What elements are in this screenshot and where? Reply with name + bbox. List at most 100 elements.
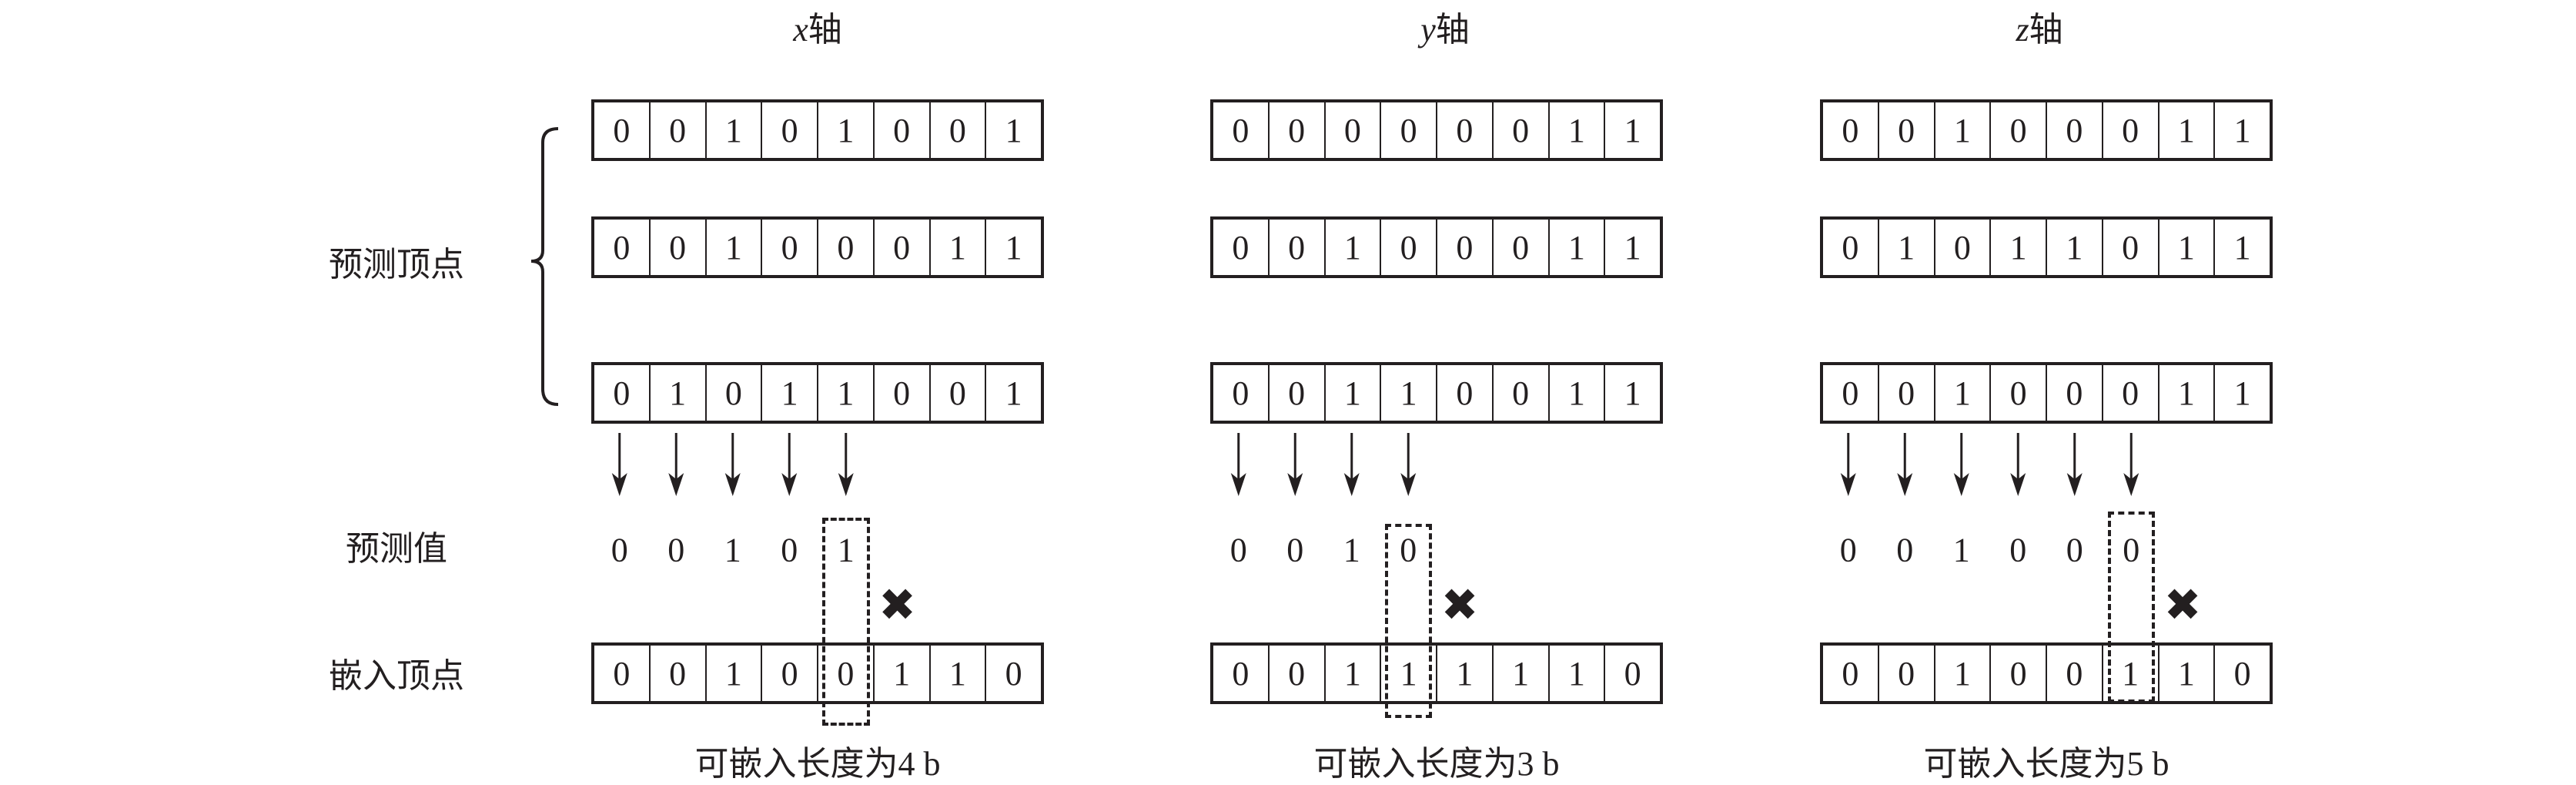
bit-cell: 0 [872,365,929,421]
label-predicted-vertices: 预测顶点 [329,246,464,283]
bit-cell: 0 [761,102,817,158]
down-arrow-icon [838,433,854,496]
axis-title: y轴 [1420,2,1470,51]
bit-cell: 1 [1547,220,1604,275]
predicted-value: 0 [2009,531,2027,569]
bit-cell: 0 [648,220,705,275]
predicted-value: 0 [1839,531,1857,569]
bit-cell: 1 [1323,646,1380,701]
bit-cell: 0 [1491,365,1548,421]
down-arrow-icon [2123,433,2139,496]
bit-cell: 1 [1323,365,1380,421]
embeddable-length-caption: 可嵌入长度为5 b [1923,745,2170,783]
cross-mark-icon: ✖ [1440,579,1479,631]
bit-cell: 1 [2213,220,2270,275]
bit-cell: 0 [2101,102,2158,158]
down-arrow-icon [1343,433,1360,496]
bit-cell: 0 [1267,365,1324,421]
bit-cell: 1 [2157,102,2214,158]
down-arrow-icon [1400,433,1417,496]
cross-mark-icon: ✖ [878,579,916,631]
predicted-value: 0 [2123,531,2140,569]
bit-cell: 0 [817,646,873,701]
predicted-value: 1 [837,531,855,569]
cross-mark-icon: ✖ [2163,579,2202,631]
predicted-value: 0 [611,531,628,569]
bit-cell: 1 [928,646,985,701]
bit-cell: 1 [704,646,761,701]
bit-cell: 1 [817,102,873,158]
bit-cell: 1 [985,102,1041,158]
axis-suffix: 轴 [808,11,842,49]
axis-suffix: 轴 [2029,11,2063,49]
bit-cell: 1 [2157,220,2214,275]
bit-cell: 0 [2046,646,2102,701]
bit-cell: 0 [613,228,631,267]
down-arrow-icon [1840,433,1856,496]
bit-cell: 0 [1232,654,1250,693]
bit-cell: 1 [2101,646,2158,701]
bit-cell: 1 [817,365,873,421]
bit-cell: 1 [1604,365,1660,421]
bit-cell: 0 [1232,228,1250,267]
predicted-value: 0 [781,531,798,569]
bit-cell: 1 [872,646,929,701]
bit-cell: 0 [704,365,761,421]
down-arrow-icon [2066,433,2083,496]
down-arrow-icon [1287,433,1303,496]
bit-cell: 1 [1877,220,1934,275]
bit-cell: 0 [613,654,631,693]
bit-cell: 1 [1547,646,1604,701]
bit-cell: 0 [1933,220,1990,275]
bit-cell: 0 [1877,102,1934,158]
bit-cell: 0 [1491,220,1548,275]
bit-cell: 0 [2101,220,2158,275]
bit-cell: 1 [2213,365,2270,421]
bit-cell: 1 [1933,102,1990,158]
bit-cell: 1 [1323,220,1380,275]
bit-cell: 0 [2046,102,2102,158]
predicted-value: 0 [1896,531,1914,569]
bit-cell: 0 [1842,374,1859,412]
bit-cell: 1 [1436,646,1492,701]
down-arrow-icon [2010,433,2026,496]
label-embedded-vertex: 嵌入顶点 [329,657,464,695]
predicted-value: 0 [667,531,685,569]
predicted-value: 0 [2066,531,2083,569]
bit-cell: 0 [1436,365,1492,421]
bit-cell: 0 [872,220,929,275]
bit-cell: 0 [928,102,985,158]
bit-cell: 0 [648,102,705,158]
down-arrow-icon [1953,433,1969,496]
bit-cell: 0 [1989,646,2046,701]
bit-cell: 1 [1380,646,1436,701]
bit-cell: 0 [817,220,873,275]
bit-cell: 1 [1933,646,1990,701]
embeddable-length-caption: 可嵌入长度为4 b [694,745,941,783]
bit-cell: 1 [761,365,817,421]
bit-cell: 0 [928,365,985,421]
bit-cell: 1 [704,102,761,158]
bit-cell: 0 [1604,646,1660,701]
bit-cell: 0 [648,646,705,701]
down-arrow-icon [611,433,627,496]
bit-cell: 0 [872,102,929,158]
bit-cell: 1 [648,365,705,421]
bit-cell: 0 [1989,365,2046,421]
axis-variable: x [793,11,808,49]
bit-cell: 1 [704,220,761,275]
bit-cell: 0 [1380,102,1436,158]
axis-title: z轴 [2016,2,2062,51]
embeddable-length-caption: 可嵌入长度为3 b [1313,745,1560,783]
